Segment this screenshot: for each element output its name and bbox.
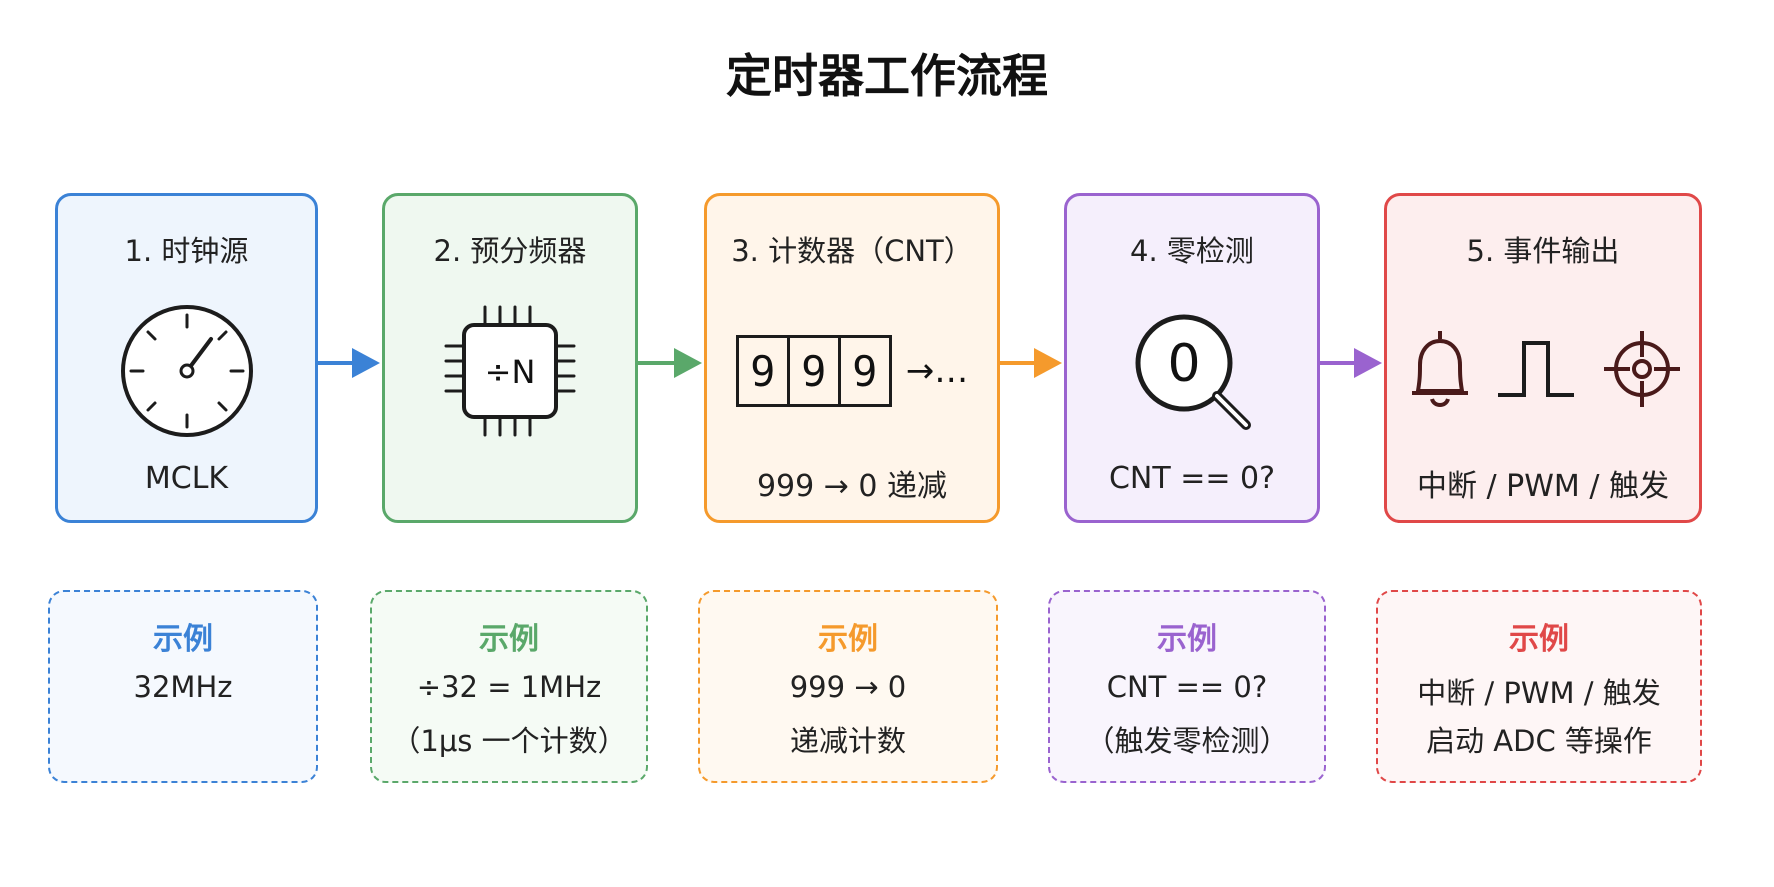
example-line: （触发零检测） xyxy=(1085,724,1289,758)
stage-title: 4. 零检测 xyxy=(1130,234,1254,268)
stage-counter: 3. 计数器（CNT） 9 9 9 →… 999 → 0 递减 xyxy=(704,193,1000,523)
stage-title: 2. 预分频器 xyxy=(433,234,587,268)
magnifier-zero-icon: 0 xyxy=(1067,296,1317,446)
example-line: 999 → 0 xyxy=(789,670,907,704)
stage-zero-detect: 4. 零检测 0 CNT == 0? xyxy=(1064,193,1320,523)
example-line: （1μs 一个计数） xyxy=(391,724,627,758)
example-card-event-output: 示例 中断 / PWM / 触发 启动 ADC 等操作 xyxy=(1376,590,1702,783)
stage-label: 中断 / PWM / 触发 xyxy=(1417,469,1669,504)
chip-icon: ÷N xyxy=(385,296,635,446)
stage-title: 3. 计数器（CNT） xyxy=(731,234,973,268)
arrow-right-icon xyxy=(318,348,380,378)
example-title: 示例 xyxy=(1157,622,1217,657)
stage-event-output: 5. 事件输出 中断 / PWM / 触发 xyxy=(1384,193,1702,523)
chip-label: ÷N xyxy=(485,353,536,391)
example-line: ÷32 = 1MHz xyxy=(416,670,602,704)
stage-prescaler: 2. 预分频器 ÷N xyxy=(382,193,638,523)
example-card-prescaler: 示例 ÷32 = 1MHz （1μs 一个计数） xyxy=(370,590,648,783)
example-card-zero-detect: 示例 CNT == 0? （触发零检测） xyxy=(1048,590,1326,783)
stage-title: 5. 事件输出 xyxy=(1466,234,1620,268)
example-title: 示例 xyxy=(1509,622,1569,657)
example-line: CNT == 0? xyxy=(1106,670,1268,704)
bell-icon xyxy=(1412,331,1468,407)
example-line: 32MHz xyxy=(133,670,233,704)
target-icon xyxy=(1604,331,1680,407)
example-title: 示例 xyxy=(818,622,878,657)
example-title: 示例 xyxy=(479,622,539,657)
example-title: 示例 xyxy=(153,622,213,657)
stage-title: 1. 时钟源 xyxy=(124,234,249,268)
example-line: 中断 / PWM / 触发 xyxy=(1417,676,1661,710)
example-card-counter: 示例 999 → 0 递减计数 xyxy=(698,590,998,783)
stage-clock-source: 1. 时钟源 MCLK xyxy=(55,193,318,523)
counter-digits-icon: 9 9 9 →… xyxy=(707,296,997,446)
clock-icon xyxy=(58,296,315,446)
example-line: 启动 ADC 等操作 xyxy=(1426,724,1652,758)
example-line: 递减计数 xyxy=(789,724,906,758)
event-icons xyxy=(1387,296,1699,446)
pulse-icon xyxy=(1498,341,1574,397)
counter-tail: →… xyxy=(905,351,969,391)
zero-glyph: 0 xyxy=(1167,334,1200,394)
arrow-right-icon xyxy=(1320,348,1382,378)
stage-label: MCLK xyxy=(144,461,229,496)
stage-label: CNT == 0? xyxy=(1108,461,1276,496)
stage-label: 999 → 0 递减 xyxy=(756,469,948,504)
diagram-title: 定时器工作流程 xyxy=(726,49,1048,103)
counter-digit: 9 xyxy=(786,335,841,407)
arrow-right-icon xyxy=(638,348,702,378)
arrow-right-icon xyxy=(1000,348,1062,378)
counter-digit: 9 xyxy=(735,335,790,407)
counter-digit: 9 xyxy=(837,335,892,407)
example-card-clock: 示例 32MHz xyxy=(48,590,318,783)
